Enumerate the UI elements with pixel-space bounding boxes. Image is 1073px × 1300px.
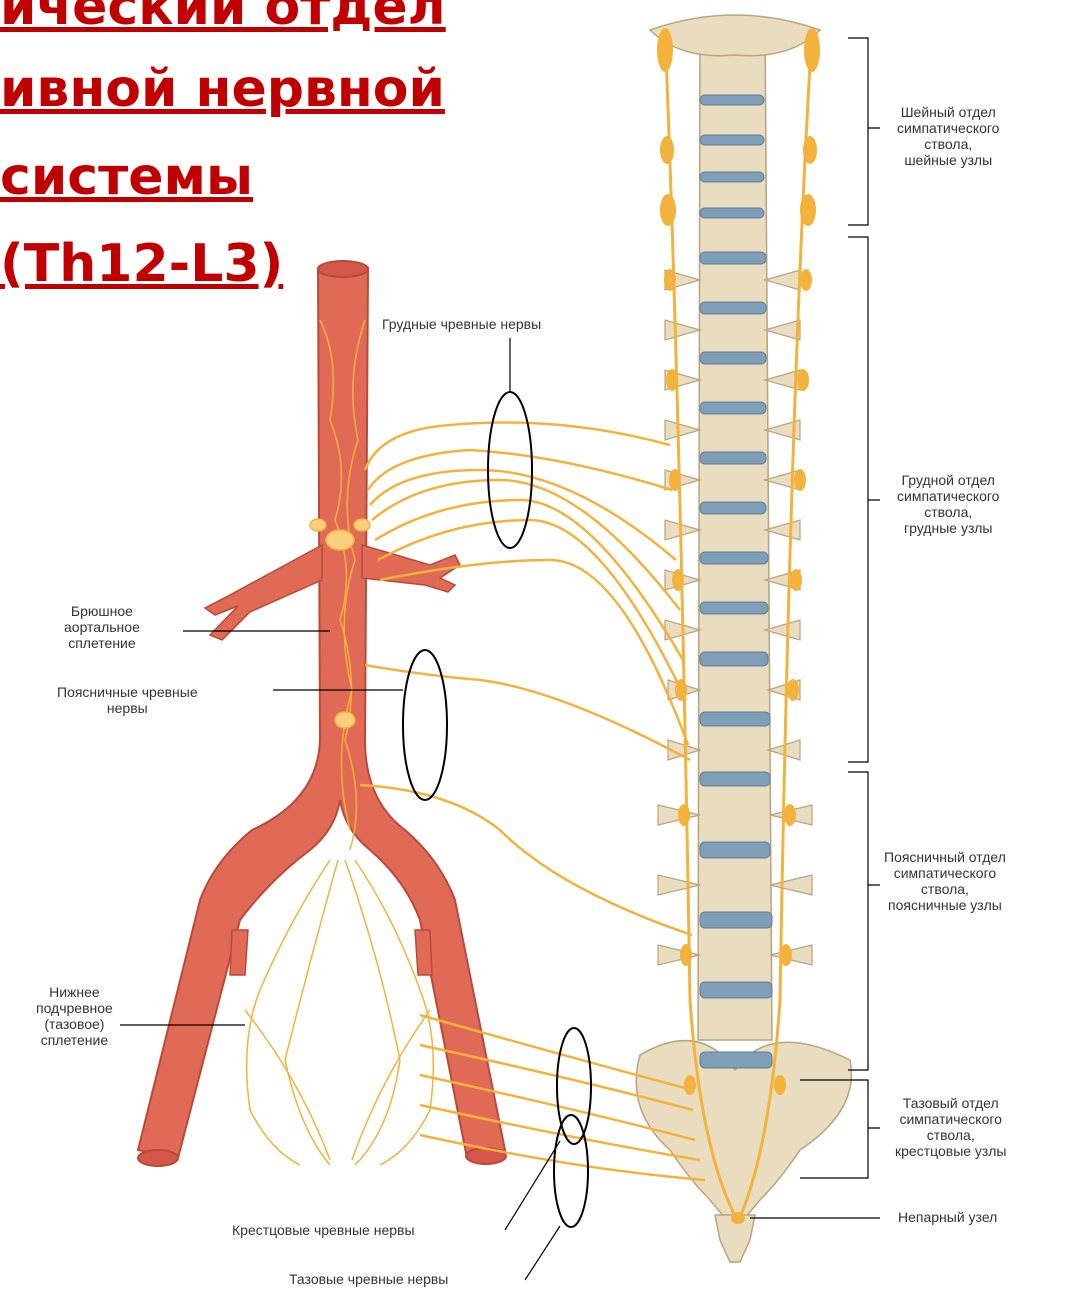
bracket-lumbar bbox=[848, 772, 880, 1070]
bracket-cervical bbox=[848, 38, 880, 225]
label-inferior-hypogastric-plexus: Нижнее подчревное (тазовое) сплетение bbox=[36, 984, 113, 1048]
atlas bbox=[650, 15, 820, 56]
bracket-thoracic bbox=[848, 237, 880, 762]
label-thoracic-trunk: Грудной отдел симпатического ствола, гру… bbox=[897, 472, 999, 536]
pelvis-sacrum bbox=[636, 1041, 851, 1230]
oval-sacral-splanchnic bbox=[557, 1028, 591, 1144]
leader-pelvic-splanchnic bbox=[525, 1226, 560, 1280]
label-pelvic-trunk: Тазовый отдел симпатического ствола, кре… bbox=[895, 1095, 1006, 1159]
label-abdominal-aortic-plexus: Брюшное аортальное сплетение bbox=[64, 603, 140, 651]
label-cervical-trunk: Шейный отдел симпатического ствола, шейн… bbox=[897, 104, 999, 168]
label-thoracic-splanchnic-nerves: Грудные чревные нервы bbox=[382, 316, 541, 332]
label-lumbar-trunk: Поясничный отдел симпатического ствола, … bbox=[884, 849, 1006, 913]
renal-branches bbox=[230, 930, 432, 975]
label-lumbar-splanchnic-nerves: Поясничные чревные нервы bbox=[57, 684, 198, 716]
label-pelvic-splanchnic-nerves: Тазовые чревные нервы bbox=[289, 1271, 448, 1287]
label-ganglion-impar: Непарный узел bbox=[898, 1209, 997, 1225]
oval-pelvic-splanchnic bbox=[554, 1115, 588, 1227]
left-iliac-end bbox=[138, 1150, 178, 1166]
label-sacral-splanchnic-nerves: Крестцовые чревные нервы bbox=[232, 1222, 415, 1238]
oval-lumbar-splanchnic bbox=[403, 650, 447, 800]
ganglion-impar-node bbox=[731, 1212, 745, 1224]
aorta-top-opening bbox=[318, 261, 368, 277]
